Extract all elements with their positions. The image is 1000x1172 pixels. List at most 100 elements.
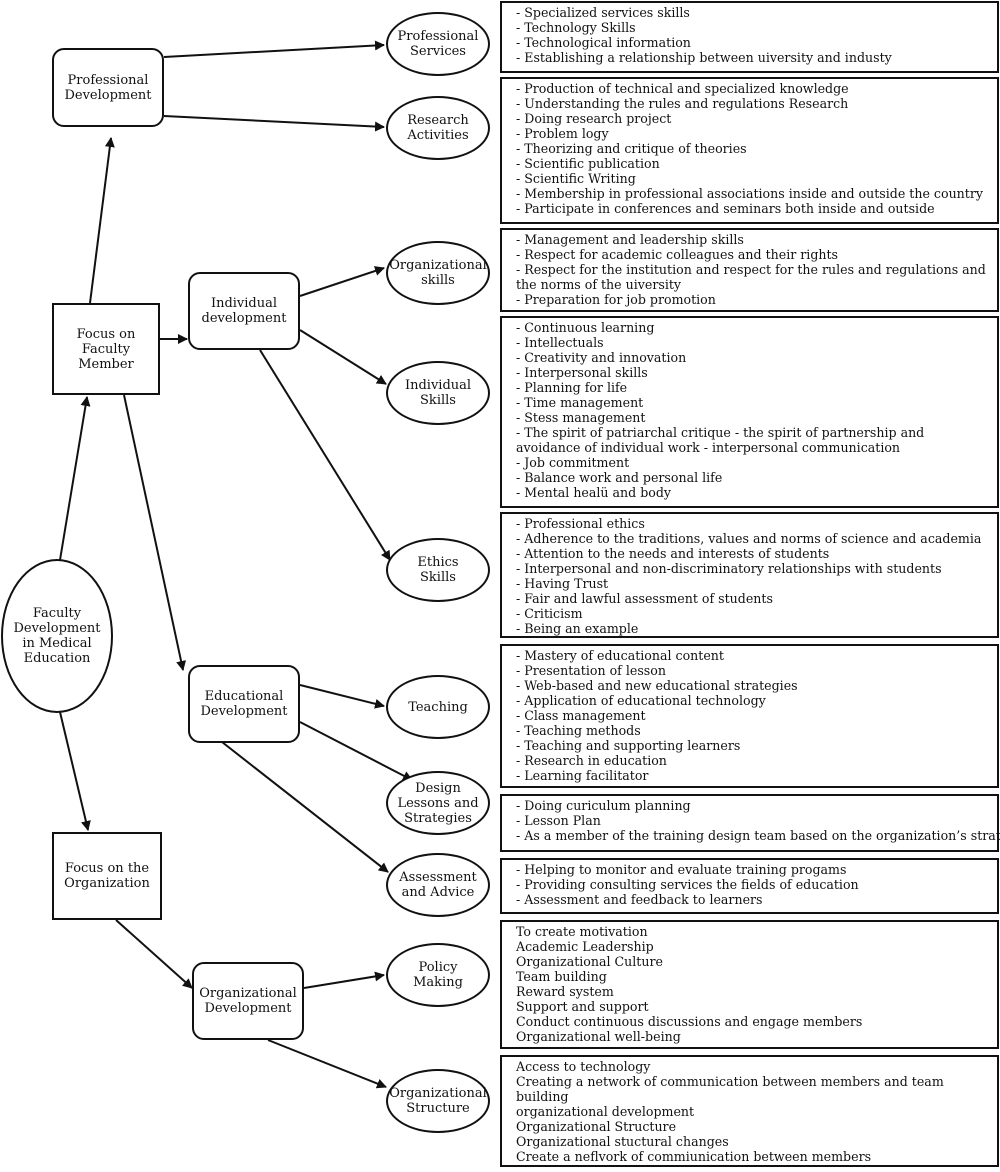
list-item: Organizational Structure — [516, 1119, 677, 1134]
organizational-structure-list: Access to technology Creating a network … — [500, 1055, 999, 1167]
list-item: - Assessment and feedback to learners — [516, 892, 763, 907]
arrow-to-research-activities — [163, 115, 385, 132]
individual-skills-list: - Continuous learning - Intellectuals - … — [500, 316, 999, 508]
list-item: Organizational Culture — [516, 954, 663, 969]
professional-services-node: Professional Services — [386, 12, 490, 76]
list-item: - Technology Skills — [516, 20, 636, 35]
research-activities-list: - Production of technical and specialize… — [500, 77, 999, 224]
list-item: Support and support — [516, 999, 649, 1014]
list-item: Organizational stuctural changes — [516, 1134, 729, 1149]
list-item: - Membership in professional association… — [516, 186, 983, 201]
list-item: - Management and leadership skills — [516, 232, 744, 247]
list-item: - Interpersonal skills — [516, 365, 648, 380]
list-item: - Respect for the institution and respec… — [516, 262, 986, 292]
focus-organization-node: Focus on the Organization — [52, 832, 162, 920]
list-item: - Interpersonal and non-discriminatory r… — [516, 561, 942, 576]
arrow-focus-faculty-to-educational-development — [123, 394, 187, 671]
list-item: To create motivation — [516, 924, 648, 939]
organizational-structure-node: Organizational Structure — [386, 1069, 490, 1133]
policy-making-node: Policy Making — [386, 943, 490, 1007]
list-item: - Scientific Writing — [516, 171, 636, 186]
list-item: Create a neflvork of commiunication betw… — [516, 1149, 872, 1164]
teaching-node: Teaching — [386, 675, 490, 739]
list-item: - Web-based and new educational strategi… — [516, 678, 798, 693]
professional-development-node: Professional Development — [52, 48, 164, 127]
list-item: - Adherence to the traditions, values an… — [516, 531, 982, 546]
individual-development-node: Individual development — [188, 272, 300, 350]
list-item: - Participate in conferences and seminar… — [516, 201, 935, 216]
design-lessons-node: Design Lessons and Strategies — [386, 771, 490, 835]
assessment-advice-node: Assessment and Advice — [386, 853, 490, 917]
list-item: - Professional ethics — [516, 516, 645, 531]
list-item: - Intellectuals — [516, 335, 604, 350]
ethics-skills-node: Ethics Skills — [386, 538, 490, 602]
list-item: - Being an example — [516, 621, 639, 636]
list-item: - Establishing a relationship between ui… — [516, 50, 892, 65]
professional-services-list: - Specialized services skills - Technolo… — [500, 1, 999, 73]
list-item: Access to technology — [516, 1059, 651, 1074]
teaching-list: - Mastery of educational content - Prese… — [500, 644, 999, 788]
list-item: - The spirit of patriarchal critique - t… — [516, 425, 925, 455]
list-item: - Respect for academic colleagues and th… — [516, 247, 839, 262]
list-item: - Continuous learning — [516, 320, 655, 335]
list-item: - Planning for life — [516, 380, 628, 395]
list-item: - Specialized services skills — [516, 5, 690, 20]
list-item: - Time management — [516, 395, 644, 410]
list-item: Reward system — [516, 984, 614, 999]
list-item: - Understanding the rules and regulation… — [516, 96, 849, 111]
list-item: - Research in education — [516, 753, 667, 768]
arrow-to-professional-services — [163, 40, 385, 58]
list-item: - Production of technical and specialize… — [516, 81, 849, 96]
faculty-development-node: Faculty Development in Medical Education — [1, 559, 113, 713]
list-item: - As a member of the training design tea… — [516, 828, 1000, 843]
arrow-faculty-to-focus-faculty — [59, 396, 91, 561]
list-item: Team building — [516, 969, 607, 984]
arrow-to-assessment-advice — [221, 741, 389, 873]
arrow-to-policy-making — [303, 971, 385, 989]
assessment-advice-list: - Helping to monitor and evaluate traini… — [500, 858, 999, 914]
list-item: - Balance work and personal life — [516, 470, 723, 485]
arrow-focus-organization-to-organizational-development — [115, 919, 193, 989]
list-item: - Doing curiculum planning — [516, 798, 691, 813]
individual-skills-node: Individual Skills — [386, 361, 490, 425]
focus-faculty-member-node: Focus on Faculty Member — [52, 303, 160, 395]
list-item: - Providing consulting services the fiel… — [516, 877, 859, 892]
ethics-skills-list: - Professional ethics - Adherence to the… — [500, 512, 999, 638]
list-item: Conduct continuous discussions and engag… — [516, 1014, 863, 1029]
list-item: - Creativity and innovation — [516, 350, 687, 365]
list-item: - Learning facilitator — [516, 768, 649, 783]
list-item: - Helping to monitor and evaluate traini… — [516, 862, 847, 877]
arrow-to-organizational-structure — [267, 1039, 387, 1089]
arrow-to-teaching — [299, 684, 385, 709]
policy-making-list: To create motivation Academic Leadership… — [500, 920, 999, 1049]
organizational-development-node: Organizational Development — [192, 962, 304, 1040]
list-item: - Criticism — [516, 606, 583, 621]
organizational-skills-node: Organizational skills — [386, 241, 490, 305]
arrow-focus-faculty-to-professional-development — [89, 137, 115, 304]
list-item: - Technological information — [516, 35, 691, 50]
list-item: - Fair and lawful assessment of students — [516, 591, 773, 606]
list-item: - Theorizing and critique of theories — [516, 141, 747, 156]
list-item: - Doing research project — [516, 111, 672, 126]
list-item: - Mental healü and body — [516, 485, 672, 500]
list-item: - Attention to the needs and interests o… — [516, 546, 830, 561]
list-item: - Presentation of lesson — [516, 663, 666, 678]
list-item: - Teaching methods — [516, 723, 641, 738]
list-item: - Problem logy — [516, 126, 609, 141]
list-item: - Mastery of educational content — [516, 648, 724, 663]
organizational-skills-list: - Management and leadership skills - Res… — [500, 228, 999, 312]
list-item: - Application of educational technology — [516, 693, 766, 708]
arrow-to-ethics-skills — [259, 349, 391, 561]
list-item: - Preparation for job promotion — [516, 292, 716, 307]
list-item: - Job commitment — [516, 455, 630, 470]
list-item: - Stess management — [516, 410, 646, 425]
arrow-to-individual-skills — [299, 329, 387, 385]
list-item: Creating a network of communication betw… — [516, 1074, 944, 1104]
list-item: Organizational well-being — [516, 1029, 681, 1044]
list-item: - Teaching and supporting learners — [516, 738, 741, 753]
educational-development-node: Educational Development — [188, 665, 300, 743]
list-item: organizational development — [516, 1104, 695, 1119]
list-item: Academic Leadership — [516, 939, 654, 954]
list-item: - Class management — [516, 708, 646, 723]
